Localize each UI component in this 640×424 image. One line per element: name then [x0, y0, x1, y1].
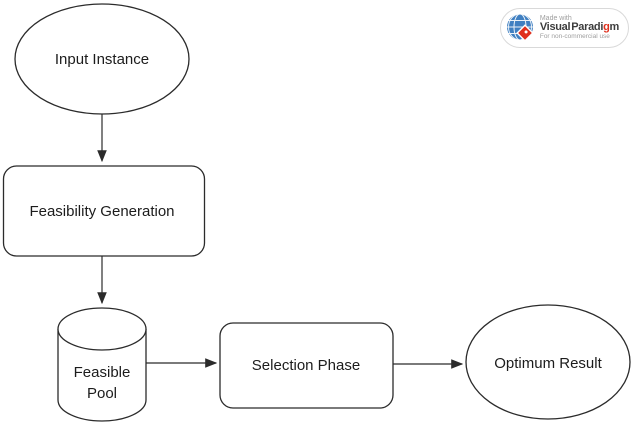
watermark-made-with: Made with — [539, 15, 572, 23]
node-input-instance-label: Input Instance — [55, 51, 149, 68]
node-feasible-pool-label-line1: Feasible — [74, 364, 131, 381]
node-selection-phase[interactable]: Selection Phase — [219, 322, 394, 409]
node-optimum-result[interactable]: Optimum Result — [465, 304, 631, 420]
watermark-text-block: Made with VisualParadigm For non-commerc… — [540, 15, 619, 41]
node-feasibility-generation-label: Feasibility Generation — [29, 203, 174, 220]
watermark-brand: VisualParadigm — [539, 21, 619, 34]
node-feasible-pool[interactable]: Feasible Pool — [57, 307, 147, 422]
visual-paradigm-watermark[interactable]: Made with VisualParadigm For non-commerc… — [499, 8, 629, 48]
node-selection-phase-label: Selection Phase — [252, 357, 360, 374]
visual-paradigm-globe-icon — [506, 13, 534, 42]
watermark-subtext: For non-commercial use — [539, 33, 610, 41]
node-input-instance[interactable]: Input Instance — [14, 3, 190, 115]
node-optimum-result-label: Optimum Result — [494, 355, 602, 372]
node-feasible-pool-label-line2: Pool — [87, 385, 117, 402]
node-feasibility-generation[interactable]: Feasibility Generation — [2, 165, 206, 257]
